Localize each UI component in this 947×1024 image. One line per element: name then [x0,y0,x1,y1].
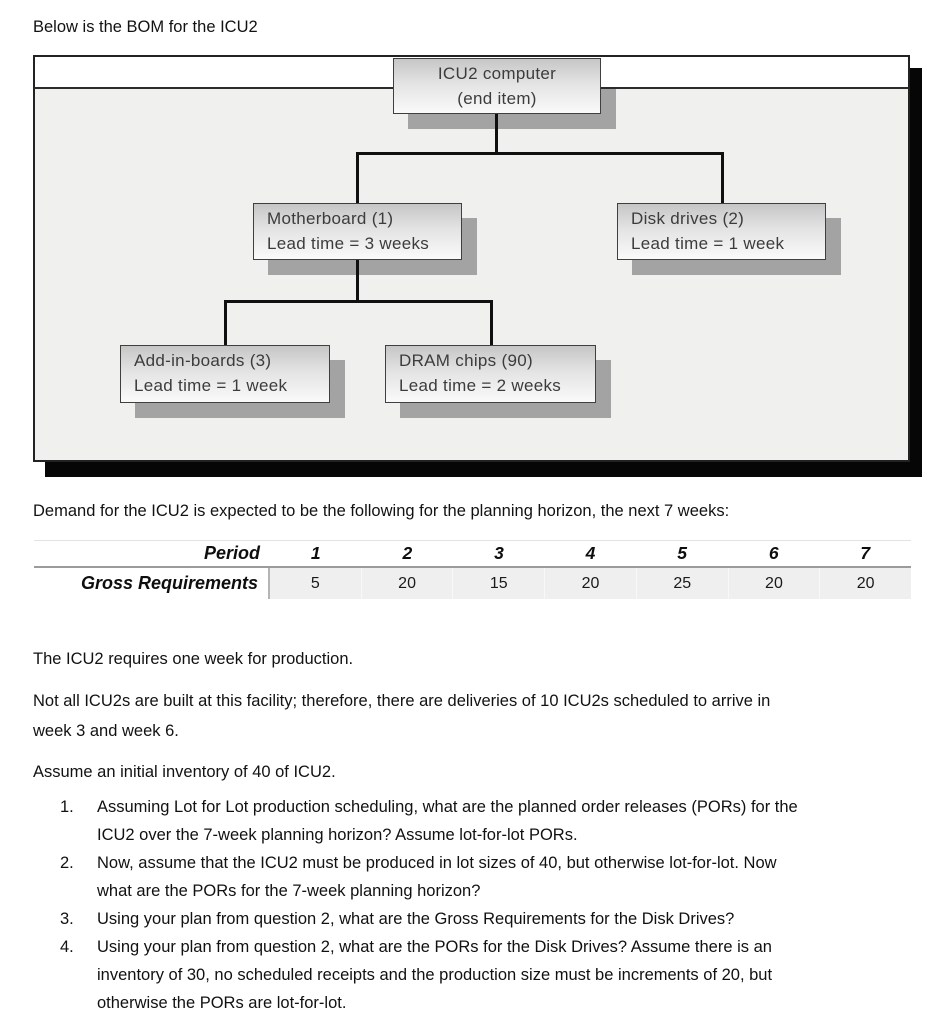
connector-level1-horizontal [356,152,724,155]
bom-node-add-in-boards: Add-in-boards (3) Lead time = 1 week [120,345,330,403]
question-4-line-1: Using your plan from question 2, what ar… [97,938,772,956]
bom-node-disk-drives-leadtime: Lead time = 1 week [631,234,785,253]
question-2-number: 2. [60,854,74,872]
paragraph-deliveries-line-2: week 3 and week 6. [33,722,179,740]
bom-node-disk-drives: Disk drives (2) Lead time = 1 week [617,203,826,260]
bom-node-dram-chips-title: DRAM chips (90) [399,351,533,370]
paragraph-deliveries: Not all ICU2s are built at this facility… [33,686,917,746]
gross-value-3: 15 [452,568,545,599]
connector-to-add-in-boards [224,300,227,346]
question-3-number: 3. [60,910,74,928]
question-1-line-1: Assuming Lot for Lot production scheduli… [97,798,798,816]
gross-value-5: 25 [635,568,728,599]
connector-to-dram-chips [490,300,493,346]
question-1-line-2: ICU2 over the 7-week planning horizon? A… [97,826,578,844]
paragraph-initial-inventory: Assume an initial inventory of 40 of ICU… [33,763,336,781]
connector-to-disk-drives [721,152,724,204]
question-2-line-2: what are the PORs for the 7-week plannin… [97,882,481,900]
bom-node-add-in-boards-leadtime: Lead time = 1 week [134,376,288,395]
bom-node-add-in-boards-title: Add-in-boards (3) [134,351,272,370]
bom-node-motherboard: Motherboard (1) Lead time = 3 weeks [253,203,462,260]
bom-node-root-title: ICU2 computer [437,64,557,83]
question-4-number: 4. [60,938,74,956]
question-4-line-3: otherwise the PORs are lot-for-lot. [97,994,347,1012]
question-1: 1. Assuming Lot for Lot production sched… [33,793,923,849]
period-7: 7 [860,543,871,563]
gross-value-7: 20 [819,568,912,599]
connector-motherboard-down [356,258,359,303]
bom-node-dram-chips-leadtime: Lead time = 2 weeks [399,376,562,395]
demand-table-gross-row: Gross Requirements 5 20 15 20 25 20 20 [34,568,912,599]
period-6: 6 [768,543,779,563]
demand-table: Period 1 2 3 4 5 6 7 Gross Requirements … [34,540,912,599]
connector-level2-horizontal [224,300,493,303]
question-2: 2. Now, assume that the ICU2 must be pro… [33,849,923,905]
connector-to-motherboard [356,152,359,204]
gross-value-6: 20 [727,568,820,599]
period-label: Period [203,543,260,563]
bom-node-disk-drives-title: Disk drives (2) [631,209,745,228]
gross-value-4: 20 [544,568,636,599]
connector-root-down [495,112,498,155]
period-3: 3 [494,543,504,563]
question-2-line-1: Now, assume that the ICU2 must be produc… [97,854,777,872]
gross-value-1: 5 [270,568,361,599]
period-4: 4 [585,543,596,563]
question-4-line-2: inventory of 30, no scheduled receipts a… [97,966,773,984]
gross-requirements-label: Gross Requirements [34,568,270,599]
gross-value-2: 20 [360,568,453,599]
question-list: 1. Assuming Lot for Lot production sched… [33,793,923,1017]
period-2: 2 [402,543,413,563]
paragraph-production-time: The ICU2 requires one week for productio… [33,650,354,668]
period-1: 1 [310,543,321,563]
bom-node-dram-chips: DRAM chips (90) Lead time = 2 weeks [385,345,596,403]
bom-node-motherboard-title: Motherboard (1) [267,209,394,228]
paragraph-deliveries-line-1: Not all ICU2s are built at this facility… [33,692,771,710]
demand-table-header-row: Period 1 2 3 4 5 6 7 [34,540,911,568]
question-3-line-1: Using your plan from question 2, what ar… [97,910,735,928]
question-4: 4. Using your plan from question 2, what… [33,933,923,1017]
bom-node-root: ICU2 computer (end item) [393,58,601,114]
intro-text: Below is the BOM for the ICU2 [33,18,258,36]
question-3: 3. Using your plan from question 2, what… [33,905,923,933]
question-1-number: 1. [60,798,74,816]
bom-node-root-subtitle: (end item) [457,89,537,108]
demand-intro-text: Demand for the ICU2 is expected to be th… [33,502,730,520]
period-5: 5 [677,543,687,563]
bom-node-motherboard-leadtime: Lead time = 3 weeks [267,234,430,253]
